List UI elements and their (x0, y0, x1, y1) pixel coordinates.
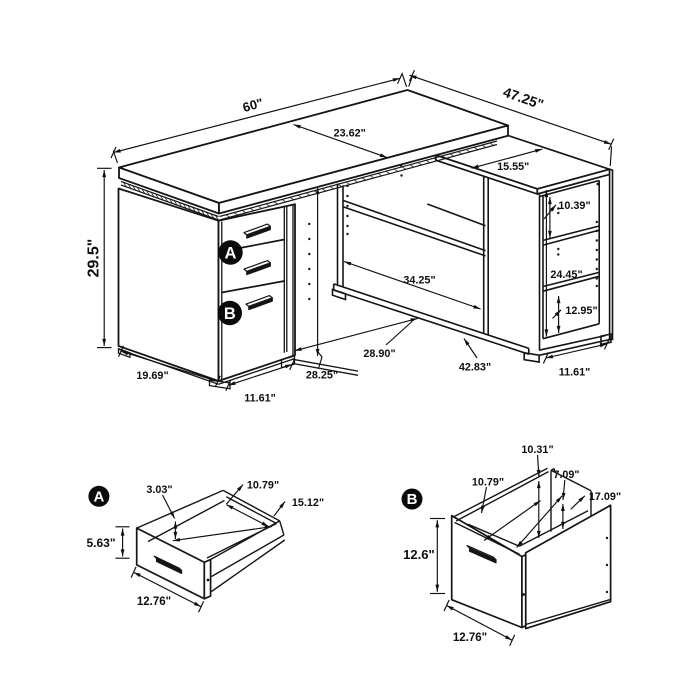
svg-text:19.69": 19.69" (136, 370, 168, 382)
svg-text:11.61": 11.61" (559, 367, 591, 379)
svg-text:B: B (407, 491, 418, 508)
svg-text:7.09": 7.09" (553, 469, 579, 481)
svg-text:12.6": 12.6" (403, 547, 434, 562)
svg-text:10.79": 10.79" (472, 476, 504, 488)
svg-text:3.03": 3.03" (146, 484, 172, 496)
svg-text:10.79": 10.79" (247, 480, 279, 492)
svg-text:12.76": 12.76" (137, 596, 171, 608)
svg-text:B: B (224, 305, 236, 323)
svg-text:10.39": 10.39" (558, 200, 590, 212)
svg-text:23.62": 23.62" (334, 127, 366, 139)
svg-text:28.90": 28.90" (363, 348, 395, 360)
svg-text:15.12": 15.12" (292, 497, 324, 509)
svg-text:10.31": 10.31" (521, 444, 553, 456)
svg-text:17.09": 17.09" (589, 491, 621, 503)
svg-text:60": 60" (241, 95, 265, 115)
svg-text:12.95": 12.95" (565, 305, 597, 317)
svg-text:24.45": 24.45" (550, 269, 582, 281)
svg-text:5.63": 5.63" (86, 536, 115, 550)
svg-text:34.25": 34.25" (403, 275, 435, 287)
svg-text:42.83": 42.83" (459, 361, 491, 373)
svg-text:12.76": 12.76" (453, 632, 487, 644)
svg-text:A: A (225, 244, 237, 262)
svg-text:15.55": 15.55" (497, 161, 529, 173)
svg-text:28.25": 28.25" (306, 369, 338, 381)
svg-text:A: A (93, 489, 104, 506)
svg-text:11.61": 11.61" (244, 393, 276, 405)
svg-text:47.25": 47.25" (501, 84, 546, 113)
svg-text:29.5": 29.5" (86, 239, 103, 278)
